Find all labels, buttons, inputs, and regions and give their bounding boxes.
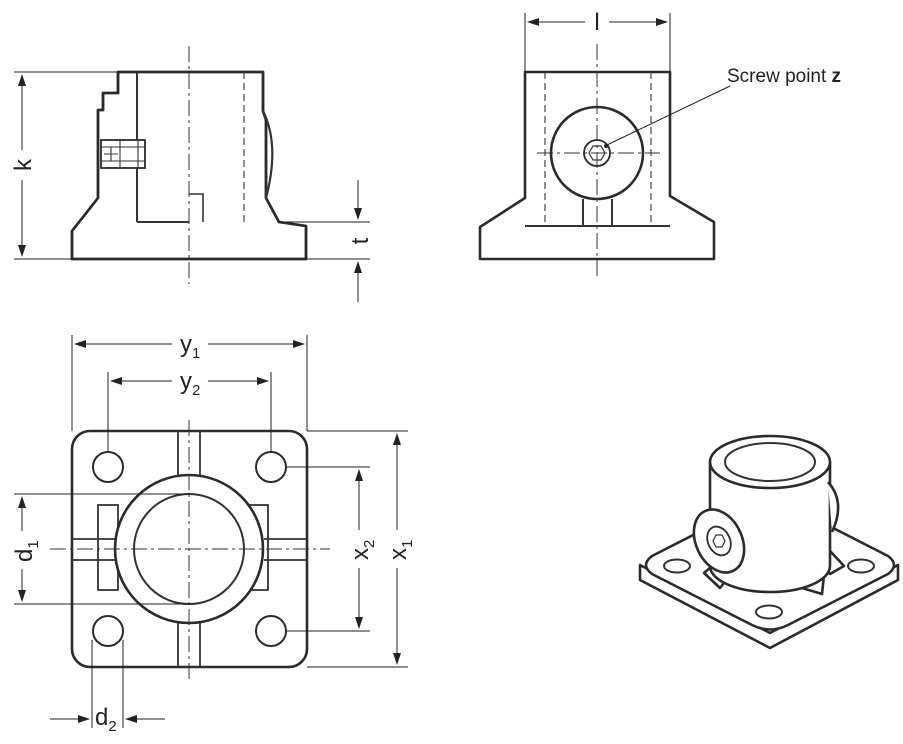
dimension-d1: d1 (8, 493, 189, 605)
screw-point-callout: Screw point z (604, 66, 841, 148)
dimension-y2: y2 (107, 367, 272, 452)
dimension-t: t (279, 180, 374, 302)
label-l: l (594, 9, 599, 36)
hole-top-right (255, 451, 287, 483)
label-x2: x2 (347, 540, 378, 560)
dimension-y1: y1 (71, 330, 308, 431)
label-x1: x1 (385, 540, 416, 560)
label-y2: y2 (180, 368, 200, 399)
dimension-k: k (8, 71, 118, 260)
front-view (478, 44, 716, 278)
callout-text: Screw point z (727, 66, 841, 87)
iso-tube-top (708, 434, 832, 490)
label-y1: y1 (180, 331, 200, 362)
dimension-l: l (524, 5, 671, 72)
side-section-view (70, 46, 308, 284)
label-d2: d2 (95, 704, 117, 735)
dimension-x2: x2 (286, 466, 378, 632)
hole-bottom-right (255, 615, 287, 647)
dimension-x1: x1 (307, 430, 416, 668)
isometric-view (638, 434, 900, 650)
label-d1: d1 (11, 540, 42, 562)
label-k: k (10, 158, 37, 171)
iso-screw-head (706, 525, 732, 557)
hole-top-left (92, 451, 124, 483)
hole-bottom-left (92, 615, 124, 647)
hex-socket-icon (588, 145, 606, 161)
dimension-d2: d2 (50, 640, 165, 735)
label-t: t (347, 237, 374, 244)
top-view (50, 420, 330, 680)
